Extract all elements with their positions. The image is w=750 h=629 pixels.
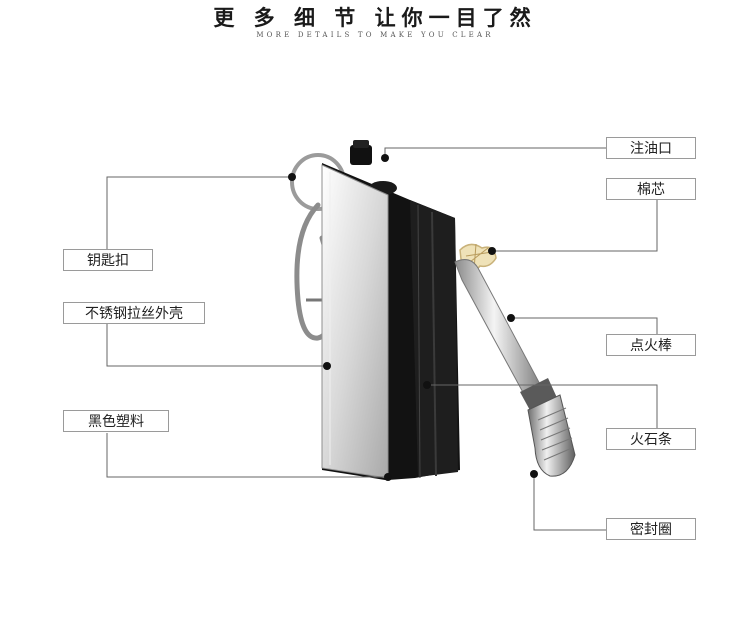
seal-ring-icon (520, 378, 576, 477)
page-subtitle: MORE DETAILS TO MAKE YOU CLEAR (256, 31, 494, 39)
callout-oil-port: 注油口 (606, 137, 696, 159)
callout-cotton-wick: 棉芯 (606, 178, 696, 200)
page-title: 更 多 细 节 让你一目了然 (213, 6, 537, 30)
callout-black-plastic: 黑色塑料 (63, 410, 169, 432)
stainless-shell-icon (321, 164, 389, 479)
callout-stainless-shell: 不锈钢拉丝外壳 (63, 302, 205, 324)
callout-flint-strip: 火石条 (606, 428, 696, 450)
callout-striker-rod: 点火棒 (606, 334, 696, 356)
callout-seal-ring: 密封圈 (606, 518, 696, 540)
callout-keyring: 钥匙扣 (63, 249, 153, 271)
